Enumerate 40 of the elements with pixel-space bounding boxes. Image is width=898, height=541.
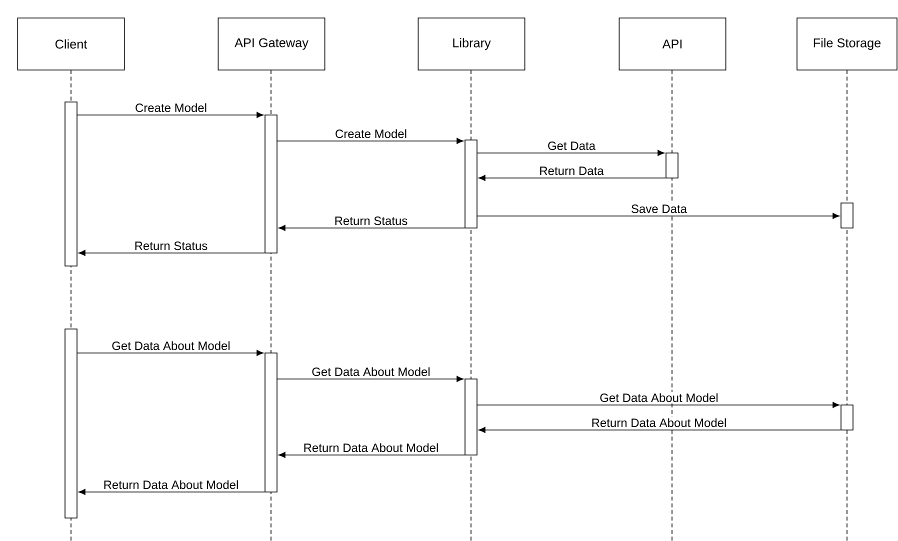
arrow	[478, 427, 841, 433]
edge-label: Get Data About Model	[310, 366, 432, 378]
edge-label: Create Model	[134, 102, 208, 114]
arrow	[77, 350, 264, 356]
activation-bar	[840, 202, 854, 228]
arrow	[277, 138, 464, 144]
arrow	[278, 225, 465, 231]
activation-bar	[264, 352, 278, 492]
arrow	[477, 213, 840, 219]
arrow	[78, 489, 265, 495]
edge-label: Return Data About Model	[302, 442, 440, 454]
activation-bar	[64, 102, 78, 266]
edge-label: Get Data About Model	[598, 392, 720, 404]
edge-label: Return Status	[133, 240, 210, 252]
participant-box: API	[618, 18, 726, 70]
edge-label: Return Data About Model	[590, 416, 728, 428]
arrow	[477, 402, 840, 408]
edge-label: Return Data	[538, 165, 606, 176]
arrow	[477, 150, 665, 156]
edge-label: Get Data	[546, 140, 597, 152]
arrow	[277, 376, 464, 382]
activation-bar	[64, 328, 78, 518]
participant-box: Client	[17, 18, 125, 70]
activation-bar	[264, 114, 278, 254]
arrow	[278, 452, 465, 458]
arrow	[78, 250, 265, 256]
edge-label: Return Data About Model	[102, 478, 240, 490]
edge-label: Return Status	[333, 215, 410, 226]
edge-label: Save Data	[630, 203, 688, 214]
edge-label: Get Data About Model	[110, 340, 232, 352]
activation-bar	[840, 404, 854, 430]
participant-box: API Gateway	[218, 18, 326, 70]
activation-bar	[464, 378, 478, 456]
arrow	[77, 112, 264, 118]
arrow	[478, 175, 666, 181]
participant-box: Library	[418, 18, 526, 70]
participant-box: File Storage	[796, 18, 898, 70]
edge-label: Create Model	[334, 128, 408, 140]
activation-bar	[464, 140, 478, 228]
activation-bar	[666, 152, 678, 178]
